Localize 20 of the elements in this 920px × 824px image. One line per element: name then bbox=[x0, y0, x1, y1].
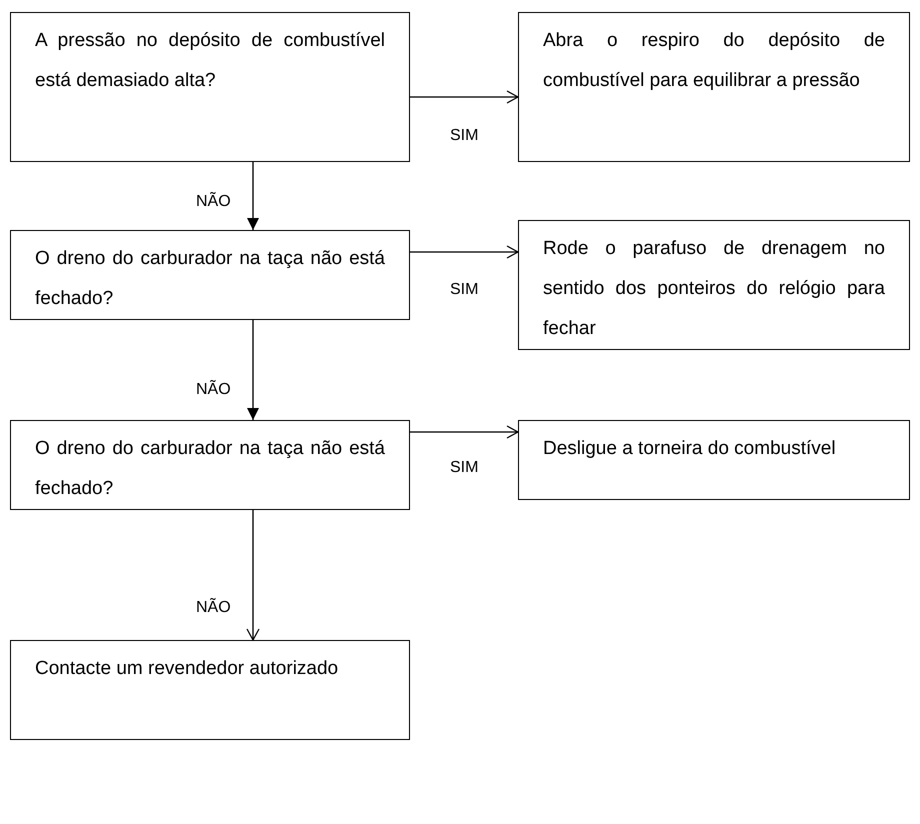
process-box bbox=[518, 420, 910, 500]
arrow bbox=[246, 510, 260, 641]
box-text: O dreno do carburador na taça não está fechado? bbox=[35, 437, 385, 501]
arrow bbox=[410, 90, 519, 104]
process-box bbox=[518, 220, 910, 350]
arrow bbox=[247, 320, 259, 420]
process-box bbox=[10, 640, 410, 740]
process-box bbox=[10, 230, 410, 320]
arrow bbox=[247, 162, 259, 230]
process-box bbox=[10, 12, 410, 162]
process-box bbox=[10, 420, 410, 510]
box-text: Contacte um revendedor autorizado bbox=[35, 657, 340, 681]
box-text: Rode o parafuso de drenagem no sentido dos ponteiros do relógio para fechar bbox=[543, 237, 885, 341]
box-text: Abra o respiro do depósito de combustível para equilibrar a pressão bbox=[543, 29, 885, 93]
box-text: O dreno do carburador na taça não está fechado? bbox=[35, 247, 385, 311]
box-text: Desligue a torneira do combustível bbox=[543, 437, 837, 461]
process-box bbox=[518, 12, 910, 162]
arrow bbox=[410, 245, 519, 259]
arrow bbox=[410, 425, 519, 439]
box-text: A pressão no depósito de combustível está demasiado alta? bbox=[35, 29, 385, 93]
